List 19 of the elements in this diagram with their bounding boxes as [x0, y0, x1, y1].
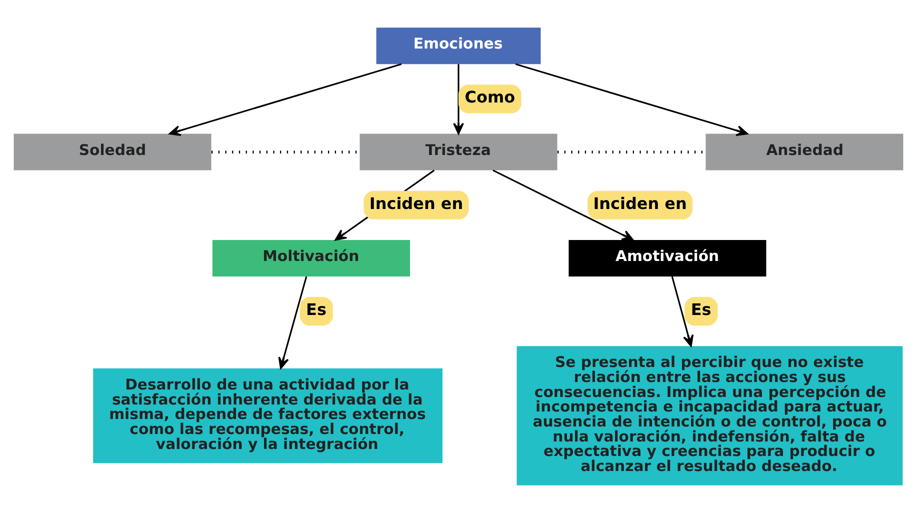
node-box: Amotivación — [568, 239, 766, 276]
node-box: Moltivación — [212, 239, 410, 276]
arrow — [452, 64, 464, 134]
node-box: Tristeza — [359, 133, 557, 170]
edge-label: Inciden en — [592, 193, 686, 212]
edge-label: Como — [464, 87, 515, 106]
arrow — [492, 169, 634, 240]
node-box: Soledad — [13, 133, 211, 170]
node-box: Desarrollo de una actividad por la satisfacción inherente derivada de la misma, depende de factores externos como las recompesas, el control, valoración y la integración — [92, 368, 442, 463]
node-box: Ansiedad — [705, 133, 903, 170]
edge-label: Es — [690, 299, 711, 318]
arrow — [670, 276, 694, 346]
edge-label: Inciden en — [368, 193, 463, 212]
node-box: Emociones — [376, 27, 540, 64]
arrow — [168, 62, 402, 136]
edge-label: Es — [306, 299, 326, 318]
node-box: Se presenta al percibir que no existe relación entre las acciones y sus consecuencias. Implica una percepción de incompetencia e incapacidad para actuar, ausencia de intención o de control, poca o nula valoración, indefensión, falta de expectativa y creencias para producir o alcanzar el resultado deseado. — [516, 346, 902, 485]
arrow — [278, 276, 307, 369]
arrow — [514, 62, 748, 136]
